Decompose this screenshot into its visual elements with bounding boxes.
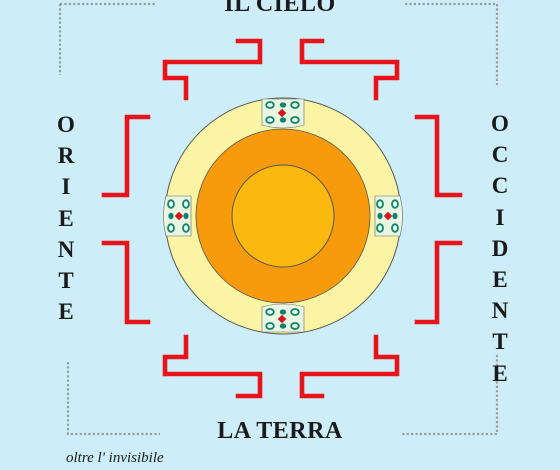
- vertical-letter: C: [491, 173, 509, 199]
- meander-bottom-right-small: [414, 240, 463, 325]
- meander-top-right-small: [414, 114, 463, 198]
- vertical-letter: R: [57, 143, 75, 169]
- meander-top-right-large: [299, 38, 400, 101]
- vertical-letter: C: [491, 142, 509, 168]
- caption: oltre l' invisibile: [66, 450, 164, 466]
- meander-bottom-left-small: [101, 240, 151, 325]
- label-sky: IL CIELO: [224, 0, 336, 17]
- inner-disc: [231, 164, 335, 268]
- vertical-letter: I: [495, 204, 505, 230]
- cartouche-left: [163, 195, 192, 237]
- vertical-letter: E: [492, 360, 508, 386]
- meander-bottom-left-large: [162, 334, 263, 399]
- cartouche-bottom: [261, 303, 305, 333]
- vertical-letter: E: [58, 205, 74, 231]
- vertical-letter: I: [61, 174, 71, 200]
- frame-corner-top-right: [405, 2, 499, 85]
- vertical-letter: N: [491, 298, 509, 324]
- vertical-letter: T: [58, 268, 74, 294]
- vertical-letter: O: [491, 111, 509, 136]
- vertical-letter: E: [492, 267, 508, 293]
- label-earth: LA TERRA: [217, 418, 343, 444]
- dotted-frame: [58, 2, 499, 436]
- frame-corner-top-left: [58, 2, 155, 75]
- meander-top-left-small: [101, 114, 151, 198]
- vertical-letter: O: [57, 112, 75, 137]
- cartouche-right: [374, 195, 403, 237]
- cartouche-top: [261, 98, 305, 129]
- frame-corner-bottom-left: [66, 362, 160, 436]
- meander-bottom-right-large: [299, 334, 400, 399]
- meander-top-left-large: [162, 38, 263, 101]
- meander-frame: [101, 38, 463, 399]
- vertical-letter: E: [58, 299, 74, 325]
- vertical-letter: D: [491, 235, 509, 261]
- vertical-letter: T: [492, 329, 508, 355]
- vertical-letter: N: [57, 236, 75, 262]
